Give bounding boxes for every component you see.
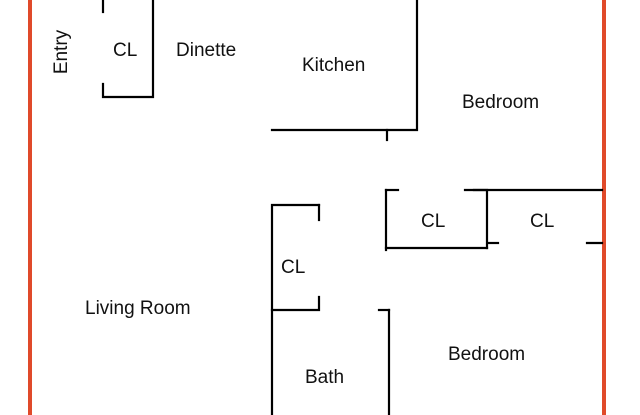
room-label-living-room: Living Room xyxy=(85,298,191,319)
wall-closet-hall-bottom xyxy=(270,295,321,312)
wall-kitchen xyxy=(270,0,419,132)
room-label-bedroom-top: Bedroom xyxy=(462,92,540,113)
room-label-closet-top-left: CL xyxy=(113,40,138,61)
room-label-entry: Entry xyxy=(51,29,72,75)
exterior-outline xyxy=(28,0,606,415)
room-label-kitchen: Kitchen xyxy=(302,55,366,76)
room-label-bath: Bath xyxy=(305,367,345,388)
room-label-bedroom-bottom: Bedroom xyxy=(448,344,526,365)
room-label-closet-middle: CL xyxy=(421,211,446,232)
wall-closet-mid-right xyxy=(463,188,489,250)
room-label-closet-hall: CL xyxy=(281,257,306,278)
interior-walls xyxy=(101,0,604,415)
room-label-closet-right: CL xyxy=(530,211,555,232)
wall-closet-tl xyxy=(101,0,155,99)
room-label-dinette: Dinette xyxy=(176,40,237,61)
wall-closet-hall-left xyxy=(270,203,321,415)
